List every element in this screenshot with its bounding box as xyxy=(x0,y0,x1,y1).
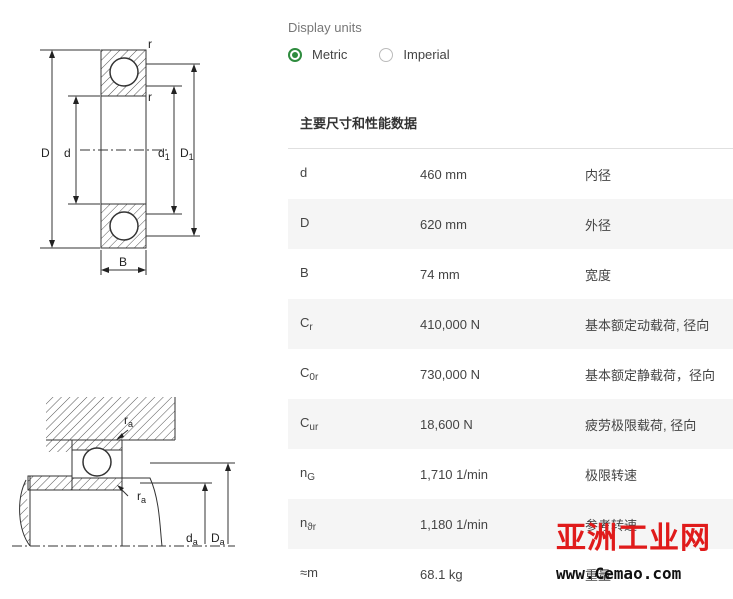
table-row: Cur 18,600 N 疲劳极限载荷, 径向 xyxy=(288,399,733,449)
row-symbol: nG xyxy=(300,465,316,483)
dim-Da: Da xyxy=(211,531,225,547)
dim-B: B xyxy=(119,255,127,269)
row-symbol: D xyxy=(300,215,310,230)
table-row: ≈m 68.1 kg 重量 xyxy=(288,549,733,599)
display-units-options: Metric Imperial xyxy=(288,47,450,62)
row-value: 1,710 1/min xyxy=(420,466,488,482)
section-title: 主要尺寸和性能数据 xyxy=(300,116,418,131)
metric-radio[interactable] xyxy=(288,47,302,62)
row-description: 极限转速 xyxy=(585,467,638,483)
label-ra-top: ra xyxy=(124,413,133,429)
row-value: 1,180 1/min xyxy=(420,516,488,532)
row-value: 18,600 N xyxy=(420,416,473,432)
row-value: 460 mm xyxy=(420,166,467,182)
row-symbol: nϑr xyxy=(300,515,317,533)
table-row: B 74 mm 宽度 xyxy=(288,249,733,299)
label-ra-bottom: ra xyxy=(137,489,146,505)
dim-da: da xyxy=(186,531,198,547)
dim-D1: D1 xyxy=(180,146,194,162)
table-row: C0r 730,000 N 基本额定静载荷，径向 xyxy=(288,349,733,399)
dim-d: d xyxy=(64,146,71,160)
display-units-label: Display units xyxy=(288,20,362,35)
row-symbol: Cr xyxy=(300,315,313,333)
imperial-option[interactable]: Imperial xyxy=(379,47,450,62)
imperial-label: Imperial xyxy=(403,47,450,62)
mounting-diagram xyxy=(12,397,235,547)
table-row: D 620 mm 外径 xyxy=(288,199,733,249)
specs-table: d 460 mm 内径 D 620 mm 外径 B 74 mm 宽度 Cr 41… xyxy=(288,148,733,599)
row-value: 68.1 kg xyxy=(420,566,463,582)
row-value: 620 mm xyxy=(420,216,467,232)
row-description: 宽度 xyxy=(585,267,612,283)
row-value: 74 mm xyxy=(420,266,460,282)
watermark-url: www.Cemao.com xyxy=(556,564,682,583)
dim-D: D xyxy=(41,146,50,160)
bearing-diagram: D d d1 D1 r r B xyxy=(12,37,235,547)
metric-option[interactable]: Metric xyxy=(288,47,347,62)
dim-d1: d1 xyxy=(158,146,170,162)
watermark-logo-text: 亚洲工业网 xyxy=(556,521,711,556)
row-description: 外径 xyxy=(585,217,612,233)
label-r-mid: r xyxy=(148,90,152,104)
row-description: 疲劳极限载荷, 径向 xyxy=(585,417,697,433)
row-symbol: C0r xyxy=(300,365,319,383)
label-r-top: r xyxy=(148,37,152,51)
row-description: 内径 xyxy=(585,167,612,183)
row-value: 730,000 N xyxy=(420,366,480,382)
row-description: 基本额定静载荷，径向 xyxy=(585,367,716,383)
bearing-cross-section xyxy=(80,49,170,249)
row-symbol: ≈m xyxy=(300,565,318,580)
table-row: Cr 410,000 N 基本额定动载荷, 径向 xyxy=(288,299,733,349)
row-description: 基本额定动载荷, 径向 xyxy=(585,317,710,333)
table-row: d 460 mm 内径 xyxy=(288,149,733,199)
row-symbol: B xyxy=(300,265,309,280)
row-value: 410,000 N xyxy=(420,316,480,332)
row-symbol: d xyxy=(300,165,308,180)
table-row: nG 1,710 1/min 极限转速 xyxy=(288,449,733,499)
imperial-radio[interactable] xyxy=(379,47,394,62)
metric-label: Metric xyxy=(312,47,348,62)
row-description: 参考转速 xyxy=(585,517,638,533)
row-description: 重量 xyxy=(585,567,612,583)
row-symbol: Cur xyxy=(300,415,319,433)
table-row: nϑr 1,180 1/min 参考转速 xyxy=(288,499,733,549)
